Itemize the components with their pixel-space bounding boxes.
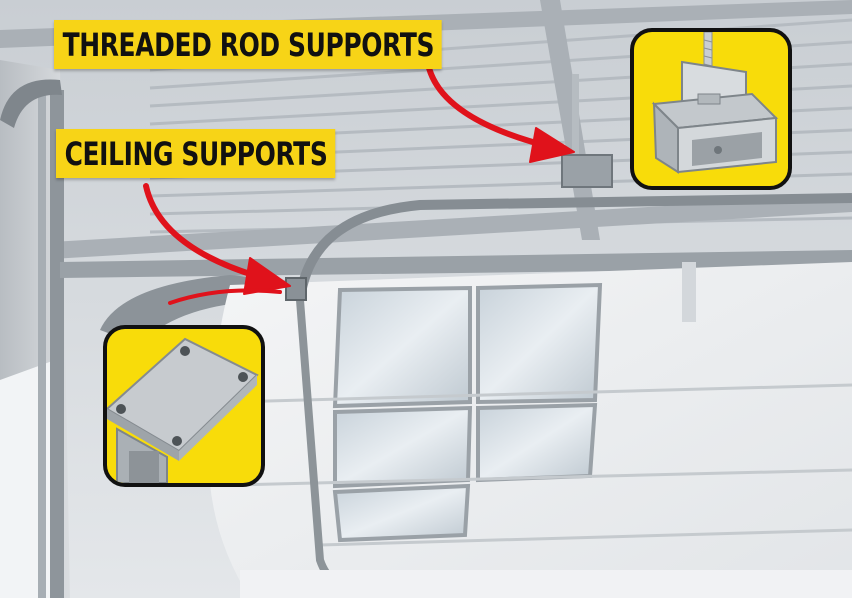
ceiling-bracket <box>285 277 307 301</box>
ceiling-support-inset <box>103 325 265 487</box>
threaded-rod-bracket <box>561 154 613 188</box>
threaded-rod-supports-label: THREADED ROD SUPPORTS <box>54 20 442 69</box>
threaded-rod-bracket-icon <box>651 32 779 174</box>
left-vertical-track <box>50 90 64 598</box>
threaded-rod <box>572 74 579 184</box>
threaded-rod-support-inset <box>630 28 792 190</box>
arrow-ceiling <box>143 183 273 283</box>
ceiling-plate-bracket-icon <box>107 337 259 483</box>
red-arrows <box>143 61 575 305</box>
door-glass-windows <box>332 282 603 543</box>
ceiling-supports-label: CEILING SUPPORTS <box>56 129 336 178</box>
arrow-threaded-rod <box>425 61 558 151</box>
